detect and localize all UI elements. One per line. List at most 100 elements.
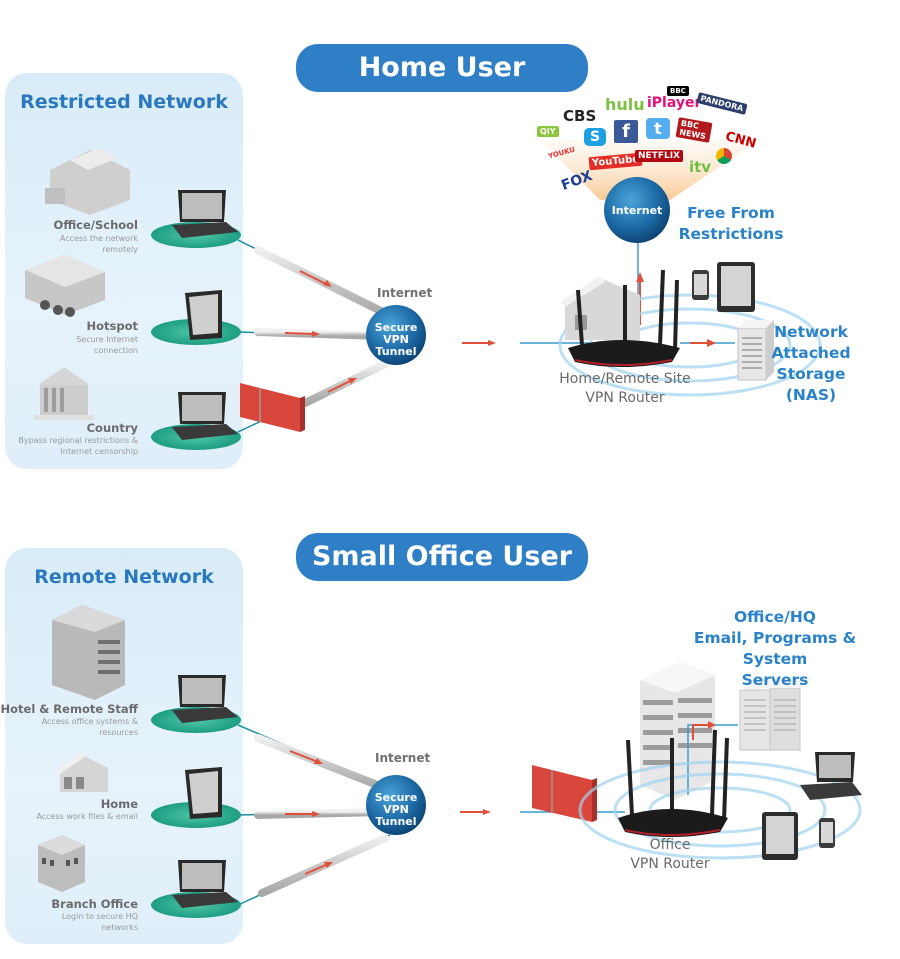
firewall-icon	[532, 765, 597, 822]
logo-facebook: f	[614, 120, 638, 143]
laptop-icon	[172, 392, 238, 440]
globe-internet-label: Internet	[611, 204, 663, 217]
desc-line: Access the network	[59, 234, 138, 243]
logo-hulu: hulu	[605, 95, 645, 114]
nas-icon	[737, 320, 774, 381]
tablet-icon	[717, 262, 755, 312]
cafe-building-icon	[25, 255, 105, 317]
location-home: Home	[100, 797, 138, 811]
school-building-icon	[45, 148, 130, 215]
logo-itv: itv	[689, 158, 712, 176]
hq-label-line: Office/HQ	[734, 608, 816, 626]
desc-line: Internet censorship	[60, 447, 138, 456]
remote-network-title: Remote Network	[34, 566, 214, 588]
free-label-line: Restrictions	[678, 225, 784, 243]
vpn-tunnel-globe	[366, 305, 426, 365]
location-office-school: Office/School	[53, 218, 138, 232]
office-vpn-router	[618, 729, 729, 837]
home-vpn-router	[568, 269, 680, 367]
logo-netflix: NETFLIX	[635, 150, 683, 162]
servers-icon	[739, 678, 812, 751]
nas-label: Network Attached Storage (NAS)	[766, 322, 856, 406]
location-hotel-desc: Access office systems & resources	[42, 716, 138, 738]
nas-label-line: Network	[774, 323, 848, 341]
desc-line: networks	[101, 923, 138, 932]
house-icon	[56, 752, 108, 792]
logo-skype: S	[584, 128, 606, 146]
laptop-icon	[172, 675, 238, 723]
hotel-building-icon	[52, 605, 125, 700]
tunnel-line: VPN Tunnel	[375, 803, 417, 828]
desc-line: Access office systems &	[41, 717, 138, 726]
tunnel-line: VPN Tunnel	[375, 333, 417, 358]
logo-bbc: BBC	[667, 86, 689, 96]
vpn-tunnel-label: Secure VPN Tunnel	[366, 322, 426, 358]
tablet-icon	[185, 290, 222, 340]
logo-qiy: QIY	[537, 126, 559, 137]
location-hotspot: Hotspot	[86, 319, 139, 333]
internet-label: Internet	[375, 751, 431, 765]
location-country: Country	[86, 421, 138, 435]
home-user-title: Home User	[296, 44, 588, 92]
office-hq-label: Office/HQ Email, Programs & System Serve…	[660, 607, 890, 691]
free-from-restrictions-label: Free From Restrictions	[676, 203, 786, 245]
services-beam	[540, 140, 760, 200]
router-label-line: VPN Router	[585, 390, 665, 406]
desc-line: Access work files & email	[36, 812, 138, 821]
tube-office-school	[237, 239, 391, 317]
laptop-icon	[172, 860, 238, 908]
router-label-line: Office	[649, 837, 691, 853]
desc-line: Bypass regional restrictions &	[18, 436, 138, 445]
smartphone-icon	[692, 270, 709, 300]
desc-line: Secure Internet	[76, 335, 138, 344]
tube-home	[237, 808, 391, 819]
smartphone-icon	[819, 818, 835, 848]
location-country-desc: Bypass regional restrictions & Internet …	[18, 435, 138, 457]
office-router-label: Office VPN Router	[590, 836, 750, 874]
nas-label-line: (NAS)	[785, 386, 837, 404]
tube-hotel	[237, 724, 391, 792]
vpn-tunnel-label: Secure VPN Tunnel	[366, 792, 426, 828]
location-branch-office: Branch Office	[51, 897, 138, 911]
logo-iplayer: iPlayer	[647, 95, 702, 111]
router-label-line: Home/Remote Site	[559, 371, 691, 387]
laptop-icon	[800, 752, 862, 800]
internet-globe	[604, 177, 670, 243]
desc-line: connection	[93, 346, 138, 355]
vpn-tunnel-globe	[366, 775, 426, 835]
logo-twitter: t	[646, 118, 670, 139]
nas-label-line: Storage	[776, 365, 846, 383]
hq-label-line: Email, Programs & System	[693, 629, 857, 668]
internet-label: Internet	[377, 286, 433, 300]
desc-line: resources	[99, 728, 138, 737]
government-building-icon	[34, 367, 94, 420]
location-branch-desc: Login to secure HQ networks	[62, 911, 138, 933]
desc-line: remotely	[102, 245, 138, 254]
router-label-line: VPN Router	[630, 856, 710, 872]
branch-building-icon	[38, 835, 85, 892]
tablet-icon	[185, 767, 222, 819]
nas-label-line: Attached	[771, 344, 851, 362]
tunnel-line: Secure	[374, 791, 418, 804]
logo-chrome	[716, 148, 732, 164]
location-office-school-desc: Access the network remotely	[60, 233, 138, 255]
hq-label-line: Servers	[741, 671, 809, 689]
location-hotel-remote-staff: Hotel & Remote Staff	[0, 702, 139, 716]
home-router-label: Home/Remote Site VPN Router	[545, 370, 705, 408]
location-home-desc: Access work files & email	[36, 811, 138, 822]
tunnel-line: Secure	[374, 321, 418, 334]
tube-hotspot	[237, 328, 391, 340]
tablet-icon	[762, 812, 798, 860]
restricted-network-title: Restricted Network	[20, 91, 228, 113]
location-hotspot-desc: Secure Internet connection	[76, 334, 138, 356]
logo-cbs: CBS	[563, 107, 597, 125]
laptop-icon	[172, 190, 238, 238]
desc-line: Login to secure HQ	[61, 912, 138, 921]
house-icon	[560, 276, 640, 340]
tube-branch	[237, 834, 391, 906]
firewall-icon	[240, 383, 305, 432]
free-label-line: Free From	[687, 204, 775, 222]
